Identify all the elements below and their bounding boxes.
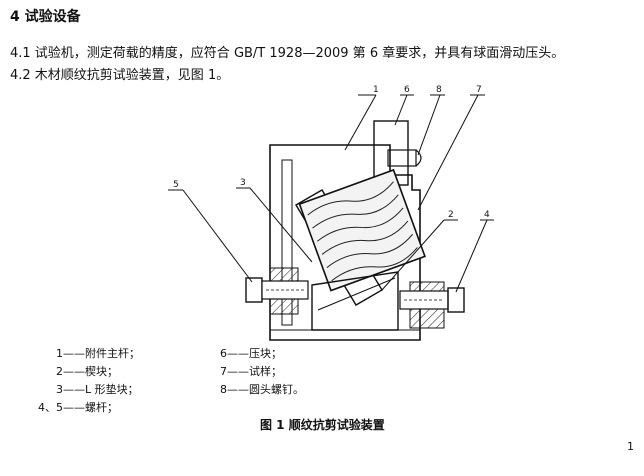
figure-caption: 图 1 顺纹抗剪试验装置	[260, 418, 385, 432]
legend-item: 1——附件主杆；	[56, 347, 140, 360]
paragraph-4-1: 4.1 试验机，测定荷载的精度，应符合 GB/T 1928—2009 第 6 章…	[10, 46, 565, 61]
legend-item: 8——圆头螺钉。	[220, 383, 304, 396]
wood-specimen	[298, 168, 426, 292]
legend-item: 2——楔块；	[56, 365, 118, 378]
part-label-5: 5	[173, 180, 179, 190]
round-head-screw	[387, 149, 417, 167]
right-bolt-head	[447, 287, 465, 313]
part-label-3: 3	[240, 178, 246, 188]
section-heading: 4 试验设备	[10, 9, 81, 25]
left-bolt-head	[245, 277, 263, 303]
main-frame-part	[269, 144, 421, 341]
legend-item: 6——压块；	[220, 347, 282, 360]
wedge-block	[311, 271, 399, 331]
legend-item: 4、5——螺杆；	[38, 401, 118, 414]
part-label-8: 8	[436, 85, 442, 95]
part-label-1: 1	[373, 85, 379, 95]
part-label-2: 2	[448, 210, 454, 220]
part-label-4: 4	[484, 210, 490, 220]
part-label-7: 7	[476, 85, 482, 95]
page-number: 1	[627, 440, 634, 453]
legend-item: 3——L 形垫块；	[56, 383, 139, 396]
left-screw-rod	[261, 280, 309, 300]
legend-item: 7——试样；	[220, 365, 282, 378]
part-label-6: 6	[404, 85, 410, 95]
paragraph-4-2: 4.2 木材顺纹抗剪试验装置，见图 1。	[10, 68, 230, 83]
